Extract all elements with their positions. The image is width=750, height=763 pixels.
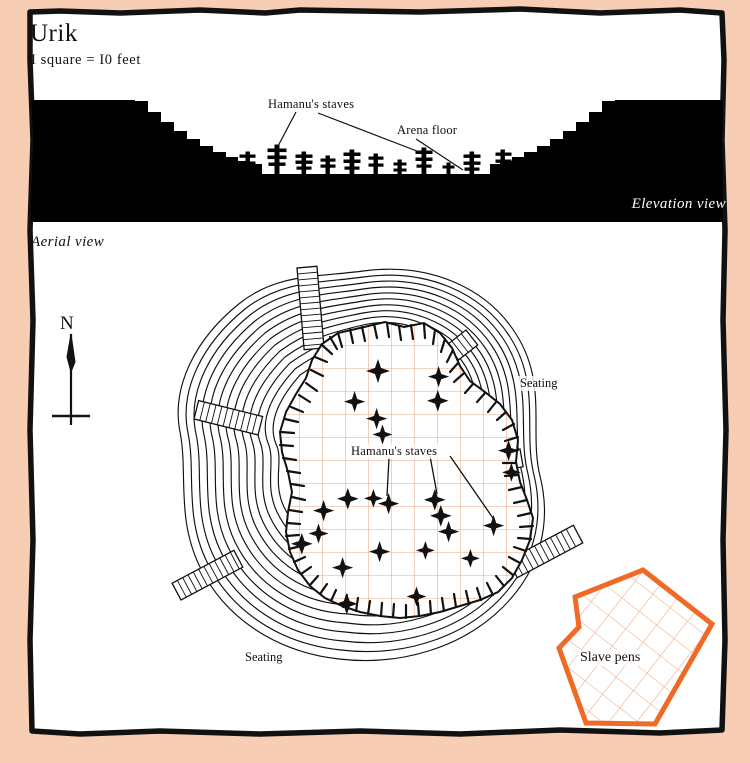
stave-marker bbox=[430, 505, 452, 527]
aisle bbox=[296, 265, 325, 351]
elevation-silhouette bbox=[31, 100, 723, 222]
stave bbox=[295, 151, 313, 176]
stave-marker bbox=[337, 488, 359, 510]
arena-staves bbox=[291, 359, 521, 615]
stave-marker bbox=[366, 359, 390, 383]
seating-ring bbox=[209, 292, 520, 626]
aerial-view-label: Aerial view bbox=[31, 234, 105, 250]
seating-ring bbox=[201, 286, 526, 635]
arena-wall bbox=[278, 320, 535, 620]
slave-pens-outline bbox=[556, 567, 716, 727]
aerial-leader-lines bbox=[386, 455, 496, 522]
stave-marker bbox=[438, 521, 460, 543]
stave bbox=[495, 149, 512, 176]
seating-ring bbox=[217, 298, 513, 617]
stave-marker bbox=[372, 424, 393, 445]
elevation-staves bbox=[239, 144, 512, 176]
leader-line-staves-b bbox=[317, 112, 423, 154]
stave-marker bbox=[461, 549, 480, 568]
stave bbox=[415, 147, 433, 176]
stave bbox=[343, 149, 361, 176]
compass-rose bbox=[52, 333, 90, 425]
leader-line-b bbox=[429, 455, 438, 495]
stave-marker bbox=[483, 515, 505, 537]
stave-marker bbox=[291, 533, 313, 555]
stave-marker bbox=[313, 500, 335, 522]
stave-marker bbox=[366, 408, 388, 430]
stave-marker bbox=[498, 440, 520, 462]
stave-marker bbox=[424, 489, 446, 511]
stave-marker bbox=[416, 541, 435, 560]
map-border bbox=[27, 6, 729, 737]
elevation-leader-lines bbox=[276, 111, 464, 171]
aisle bbox=[171, 549, 244, 601]
compass-arrowhead bbox=[66, 333, 76, 374]
arena-floor-label: Arena floor bbox=[397, 123, 458, 137]
aisle bbox=[193, 399, 264, 436]
scale-note: I square = I0 feet bbox=[31, 52, 141, 68]
stave-marker bbox=[336, 593, 358, 615]
seating-label-southwest: Seating bbox=[243, 650, 285, 665]
stave-marker bbox=[308, 523, 329, 544]
stave-marker bbox=[378, 493, 400, 515]
stave bbox=[368, 153, 384, 176]
seating-ring bbox=[193, 280, 533, 644]
arena-wall-hatching bbox=[278, 321, 535, 620]
stave-marker bbox=[369, 541, 391, 563]
stave-marker bbox=[332, 557, 354, 579]
seating-ring bbox=[185, 274, 539, 653]
stave-marker bbox=[344, 391, 366, 413]
stave bbox=[239, 151, 256, 176]
stave bbox=[320, 155, 336, 176]
stave-marker bbox=[364, 489, 383, 508]
stave bbox=[463, 151, 481, 176]
stave-marker bbox=[502, 463, 521, 482]
slave-pens bbox=[556, 567, 716, 727]
aerial-staves-label: Hamanu's staves bbox=[350, 444, 439, 459]
stave bbox=[393, 159, 407, 176]
leader-line-staves-a bbox=[276, 111, 297, 149]
seating-ring bbox=[177, 268, 546, 662]
compass-north-label: N bbox=[60, 313, 74, 334]
page-title: Urik bbox=[30, 20, 78, 47]
stave bbox=[442, 162, 455, 176]
elevation-staves-label: Hamanu's staves bbox=[268, 97, 355, 111]
stave bbox=[267, 144, 287, 176]
stave-marker bbox=[428, 366, 450, 388]
elevation-view-label: Elevation view bbox=[631, 196, 726, 212]
slave-pens-label: Slave pens bbox=[578, 650, 643, 666]
leader-line-c bbox=[449, 455, 496, 522]
leader-line-a bbox=[386, 457, 390, 497]
stave-marker bbox=[427, 390, 449, 412]
stave-marker bbox=[406, 586, 427, 607]
seating-label-northeast: Seating bbox=[518, 376, 560, 391]
leader-line-floor bbox=[415, 138, 464, 171]
